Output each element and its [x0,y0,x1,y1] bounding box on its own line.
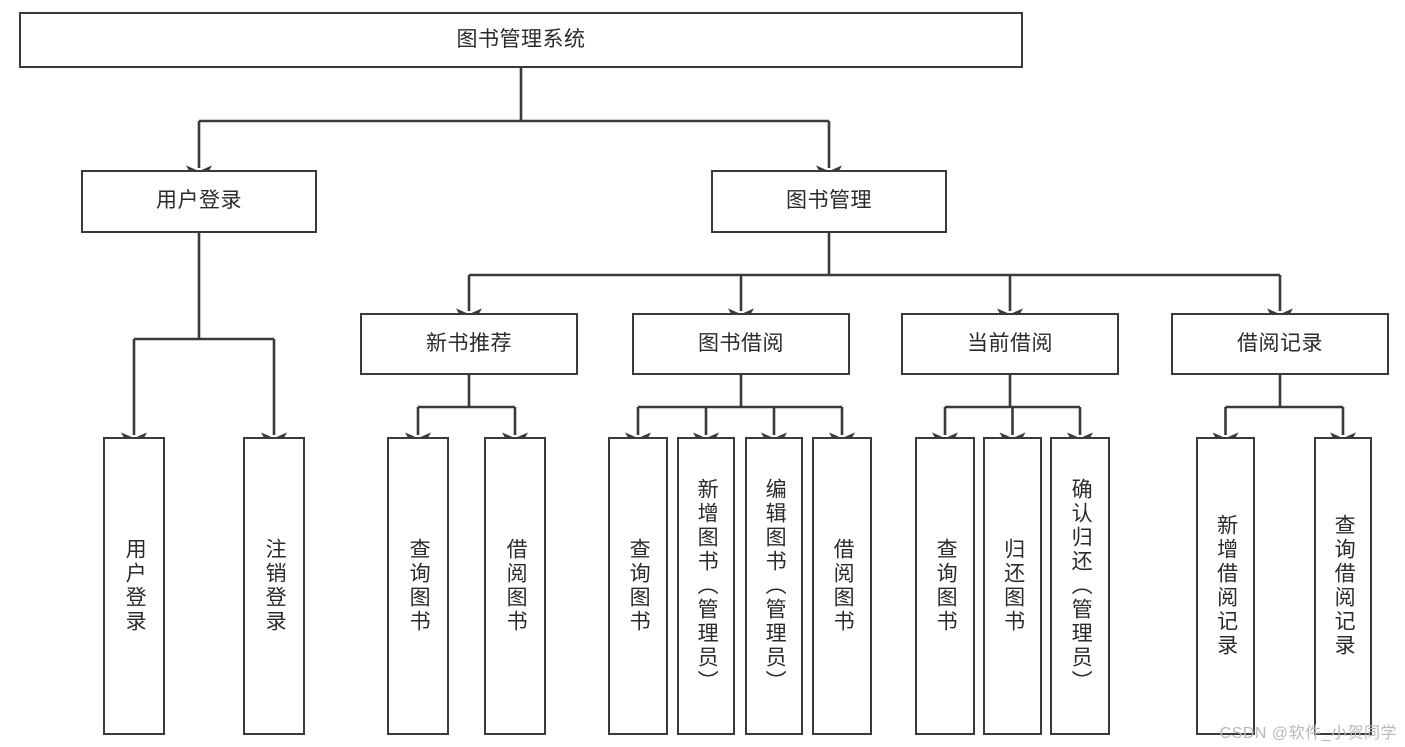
node-leaf-2[interactable]: 注销登录 [243,437,305,735]
node-leaf-13[interactable]: 查询借阅记录 [1314,437,1372,735]
node-label: 借阅图书 [831,538,855,634]
node-leaf-11[interactable]: 确认归还（管理员） [1050,437,1110,735]
node-label: 查询借阅记录 [1332,514,1356,658]
node-label: 新增借阅记录 [1214,514,1238,658]
node-label: 借阅记录 [1237,331,1323,355]
node-book-manage[interactable]: 图书管理 [711,170,947,233]
node-new-rec[interactable]: 新书推荐 [360,313,578,375]
node-user-login[interactable]: 用户登录 [81,170,317,233]
node-cur-borrow[interactable]: 当前借阅 [901,313,1119,375]
node-leaf-7[interactable]: 编辑图书（管理员） [745,437,803,735]
node-label: 编辑图书（管理员） [763,478,787,694]
node-borrow-log[interactable]: 借阅记录 [1171,313,1389,375]
node-label: 查询图书 [934,538,958,634]
node-leaf-1[interactable]: 用户登录 [103,437,165,735]
node-label: 确认归还（管理员） [1069,478,1093,694]
node-label: 图书管理系统 [456,27,586,51]
edge-group [121,68,1356,456]
node-label: 新增图书（管理员） [695,478,719,694]
node-label: 当前借阅 [967,331,1053,355]
node-leaf-5[interactable]: 查询图书 [608,437,668,735]
node-leaf-12[interactable]: 新增借阅记录 [1196,437,1255,735]
node-book-borrow[interactable]: 图书借阅 [632,313,850,375]
node-label: 用户登录 [123,538,147,634]
node-label: 查询图书 [407,538,431,634]
node-root[interactable]: 图书管理系统 [19,12,1023,68]
node-label: 新书推荐 [426,331,512,355]
node-label: 用户登录 [156,189,242,213]
node-leaf-9[interactable]: 查询图书 [915,437,975,735]
csdn-watermark: CSDN @软件_小贺同学 [1219,725,1397,742]
node-label: 查询图书 [627,538,651,634]
node-leaf-3[interactable]: 查询图书 [387,437,449,735]
node-leaf-10[interactable]: 归还图书 [983,437,1042,735]
node-label: 借阅图书 [504,538,528,634]
node-leaf-4[interactable]: 借阅图书 [484,437,546,735]
node-leaf-6[interactable]: 新增图书（管理员） [677,437,735,735]
node-label: 注销登录 [263,538,287,634]
node-label: 归还图书 [1001,538,1025,634]
node-leaf-8[interactable]: 借阅图书 [812,437,872,735]
node-label: 图书管理 [786,189,872,213]
node-label: 图书借阅 [698,331,784,355]
